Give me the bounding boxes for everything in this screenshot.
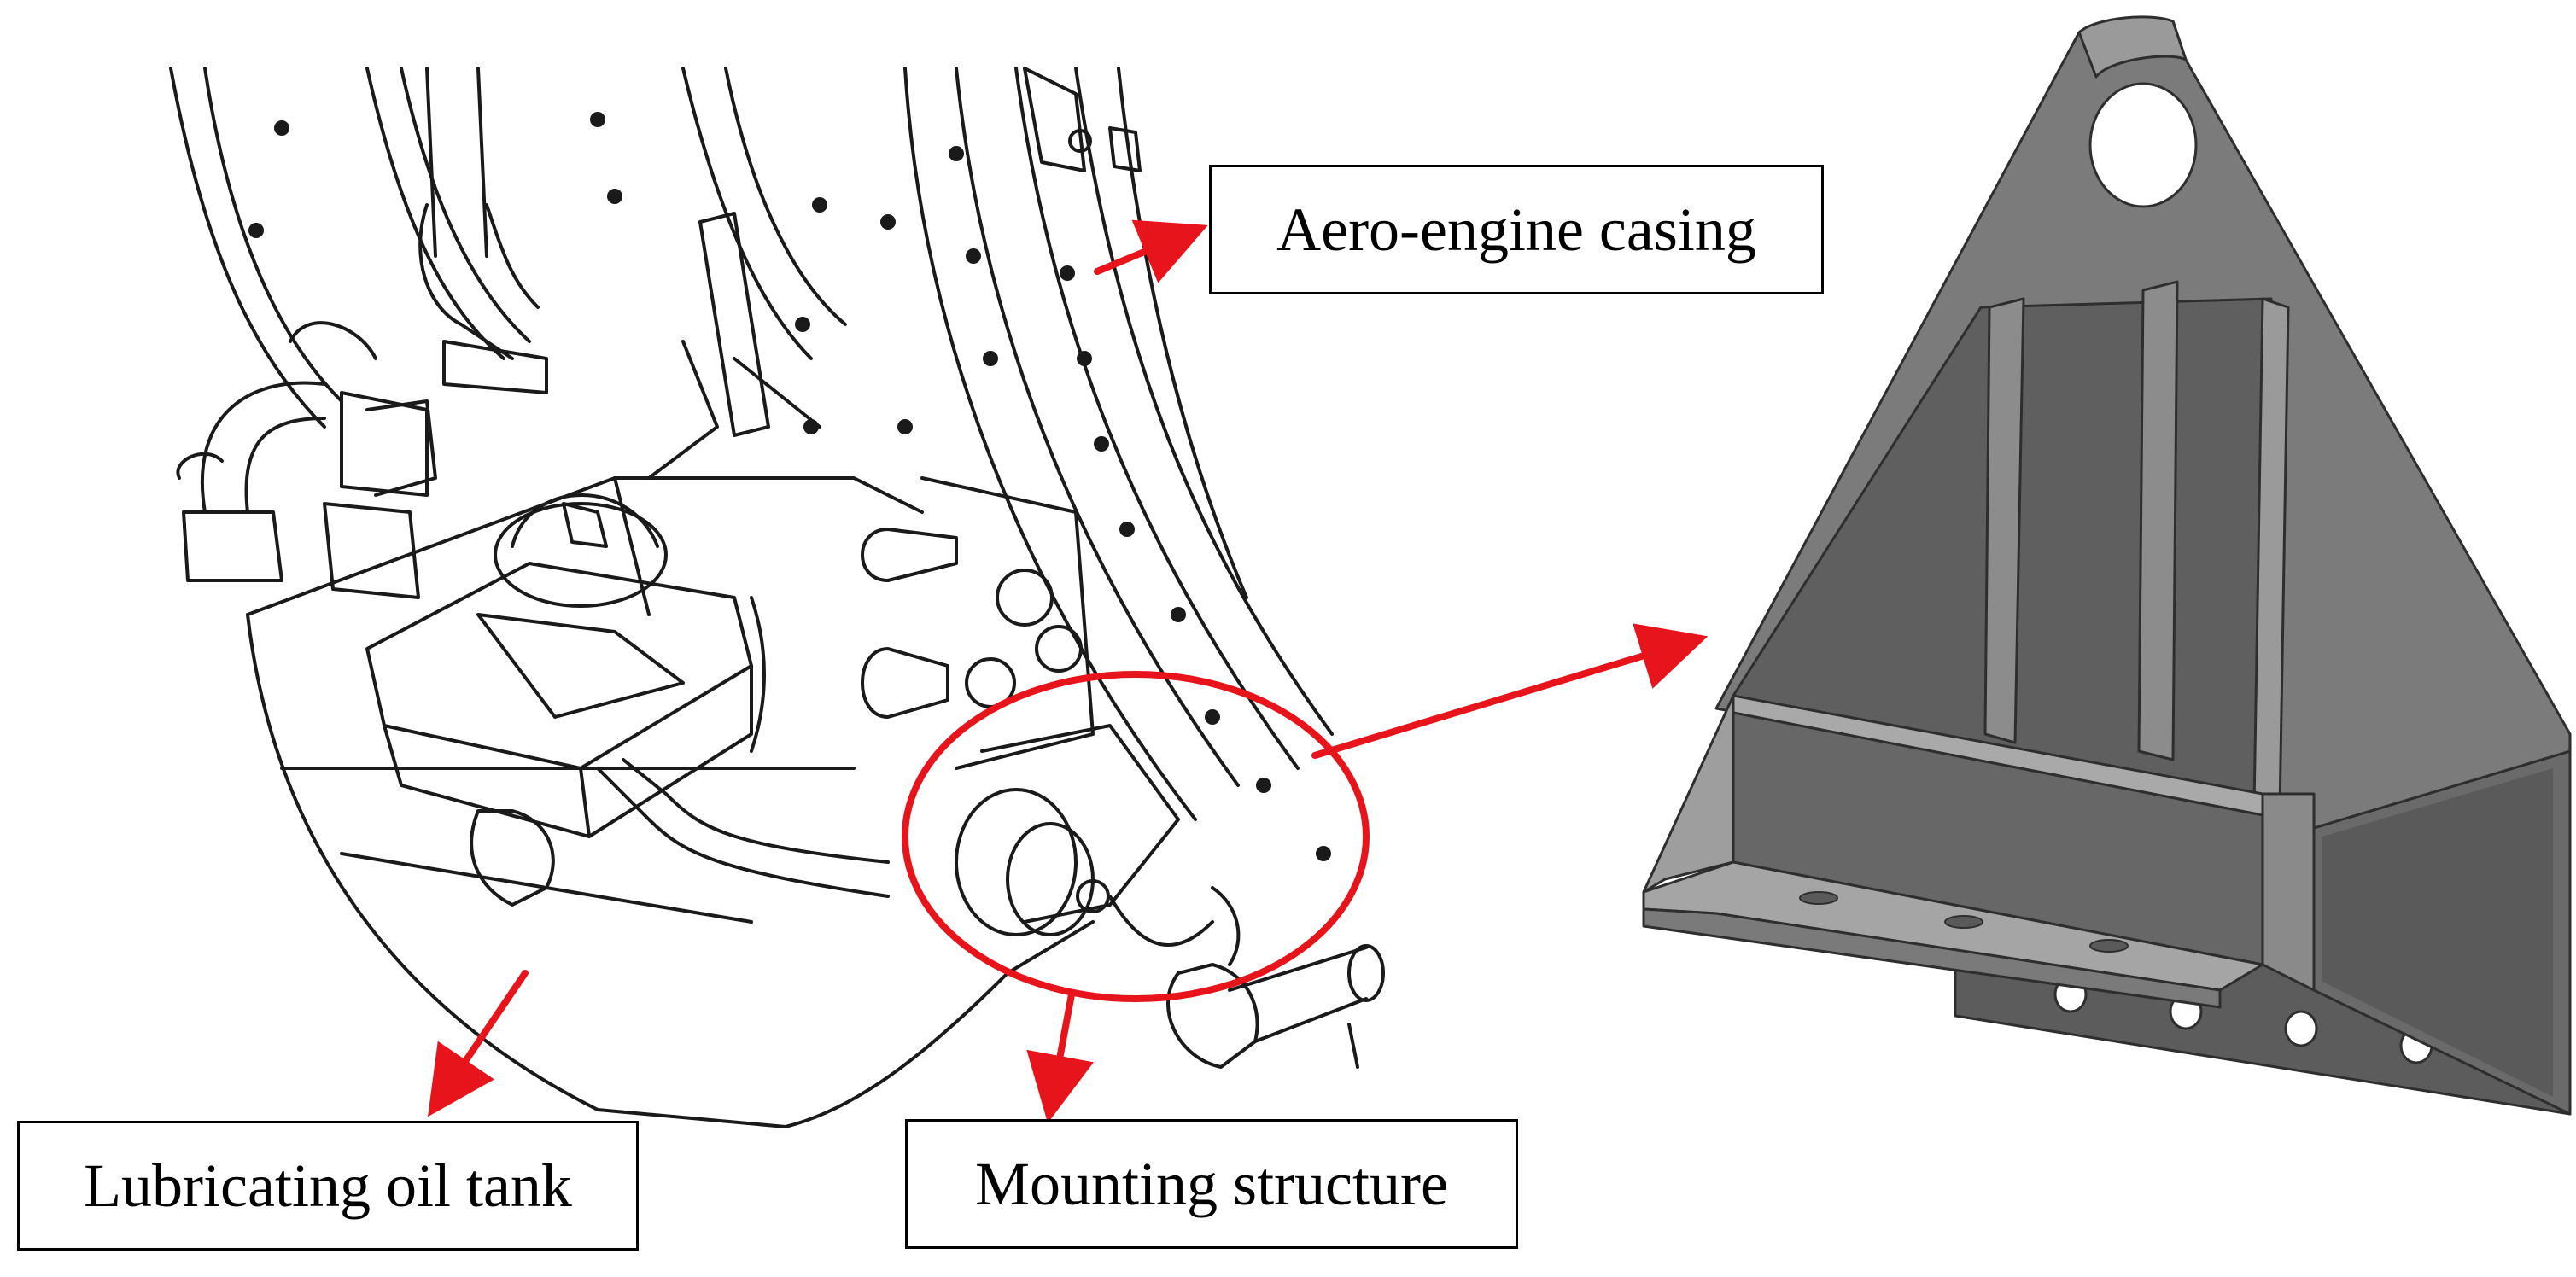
lug-top <box>2077 15 2188 79</box>
mount-plate-holes <box>2053 976 2433 1064</box>
engine-line-drawing <box>169 67 1385 1128</box>
rib-left <box>1983 297 2025 744</box>
arrow-to-3d-model <box>1311 623 1709 759</box>
lug-hole <box>2088 82 2198 208</box>
label-mounting-structure: Mounting structure <box>905 1119 1518 1249</box>
mounting-structure-highlight <box>902 671 1370 1002</box>
left-cheek <box>1642 694 1735 894</box>
label-aero-engine-casing: Aero-engine casing <box>1209 165 1824 294</box>
right-block <box>2261 792 2316 992</box>
annotations <box>428 219 1709 1123</box>
flange-holes <box>1799 891 2129 953</box>
arrow-to-casing-label <box>1094 219 1208 283</box>
label-lubricating-oil-tank: Lubricating oil tank <box>17 1121 639 1251</box>
arrow-to-mount-label <box>1026 991 1094 1123</box>
bracket-3d-model <box>1642 15 2572 1116</box>
arrow-to-tank-label <box>428 970 529 1117</box>
rib-right <box>2137 280 2179 761</box>
